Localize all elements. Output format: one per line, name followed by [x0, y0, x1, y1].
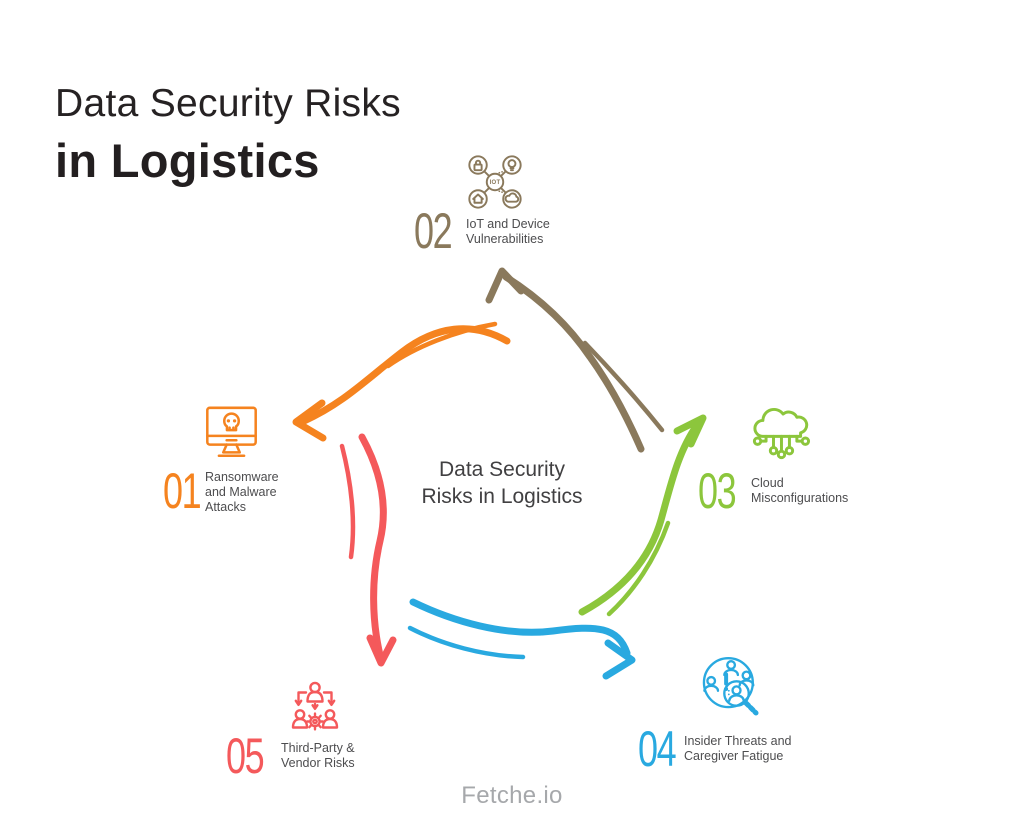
- iot-network-icon: IOT: [468, 155, 522, 209]
- icon-04: [694, 651, 770, 727]
- arrow-to-01: [292, 321, 511, 442]
- item-01-label: Ransomware and Malware Attacks: [205, 470, 279, 514]
- brand-footer: Fetche.io: [461, 782, 563, 809]
- center-label: Data Security Risks in Logistics: [392, 456, 612, 510]
- icon-02: IOT: [464, 151, 526, 213]
- item-02-number: 02: [414, 203, 453, 259]
- magnifier-handle: [743, 700, 759, 716]
- monitor-skull-icon: [206, 406, 257, 457]
- page-title-line1: Data Security Risks: [55, 82, 401, 125]
- page-title: Data Security Risks in Logistics: [55, 82, 401, 188]
- cloud-circuit-icon: [752, 407, 811, 460]
- arrowhead-05: [366, 634, 397, 667]
- arrowhead-02: [485, 267, 525, 304]
- center-label-line1: Data Security: [438, 458, 566, 481]
- gear-glyph: [309, 715, 321, 728]
- item-03-label: Cloud Misconfigurations: [751, 476, 849, 505]
- arrowhead-03: [673, 414, 707, 448]
- bulb-glyph: [507, 159, 517, 169]
- page-title-line2: in Logistics: [55, 134, 320, 187]
- item-03-number: 03: [698, 463, 737, 519]
- org-chart-gear-icon: [291, 681, 339, 731]
- magnifier-lens: [723, 680, 750, 707]
- arrow-to-02: [485, 267, 665, 453]
- lock-glyph: [473, 163, 483, 172]
- arrowhead-01: [292, 399, 327, 442]
- item-05-number: 05: [226, 728, 265, 784]
- center-label-line2: Risks in Logistics: [421, 485, 583, 508]
- arrowhead-04: [602, 639, 636, 680]
- arrow-to-04: [407, 598, 636, 680]
- item-05-label: Third-Party & Vendor Risks: [281, 741, 355, 770]
- magnifier-people-icon: [702, 657, 759, 716]
- home-glyph: [472, 193, 484, 200]
- icon-03: [748, 399, 816, 461]
- cloud-glyph: [504, 192, 520, 203]
- icon-01: [200, 402, 263, 462]
- arrow-to-03: [578, 414, 707, 617]
- arrow-to-05: [339, 433, 397, 667]
- item-01-number: 01: [163, 463, 202, 519]
- item-04-number: 04: [638, 721, 677, 777]
- item-02-label: IoT and Device Vulnerabilities: [466, 217, 550, 246]
- item-04-label: Insider Threats and Caregiver Fatigue: [684, 734, 792, 763]
- icon-05: [283, 678, 347, 736]
- iot-icon-text: IOT: [490, 180, 501, 186]
